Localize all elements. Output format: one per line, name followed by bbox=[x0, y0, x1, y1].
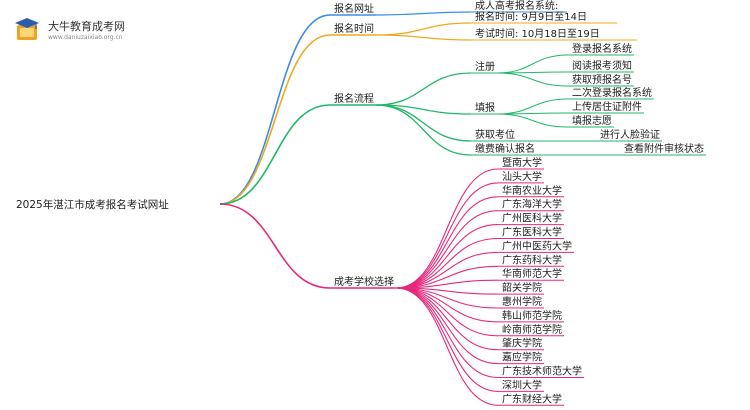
graduation-book-icon bbox=[15, 18, 39, 40]
school-label: 华南师范大学 bbox=[502, 267, 562, 280]
school-label: 肇庆学院 bbox=[502, 337, 542, 350]
school-label: 嘉应学院 bbox=[502, 351, 542, 364]
leaf-connector bbox=[395, 196, 499, 289]
leaf-label: 查看附件审核状态 bbox=[624, 142, 704, 155]
leaf-label: 成人高考报名系统: bbox=[475, 0, 558, 12]
branch-connector bbox=[219, 104, 331, 205]
school-label: 华南农业大学 bbox=[502, 184, 562, 197]
leaf-connector bbox=[395, 287, 499, 379]
leaf-connector bbox=[375, 11, 472, 16]
school-label: 韶关学院 bbox=[502, 281, 542, 294]
logo-title: 大牛教育成考网 bbox=[48, 20, 125, 33]
school-label: 广东医科大学 bbox=[502, 226, 562, 239]
school-label: 汕头大学 bbox=[502, 170, 542, 183]
sub-branch-label: 获取考位 bbox=[475, 128, 515, 141]
school-label: 暨南大学 bbox=[502, 156, 542, 169]
leaf-label: 上传居住证附件 bbox=[572, 100, 642, 113]
branch-label: 成考学校选择 bbox=[334, 275, 394, 288]
branch-connector bbox=[219, 34, 331, 205]
leaf-connector bbox=[395, 237, 499, 289]
leaf-connector bbox=[395, 182, 499, 289]
branch-connector bbox=[219, 203, 331, 289]
leaf-connector bbox=[395, 168, 499, 289]
sub-branch-connector bbox=[375, 72, 472, 106]
leaf-label: 填报志愿 bbox=[572, 114, 612, 127]
leaf-label: 进行人脸验证 bbox=[600, 128, 660, 141]
leaf-connector bbox=[375, 22, 472, 36]
leaf-connector bbox=[395, 287, 499, 365]
school-label: 广东药科大学 bbox=[502, 253, 562, 266]
sub-branch-label: 注册 bbox=[475, 60, 495, 73]
leaf-connector bbox=[395, 287, 499, 337]
leaf-label: 阅读报考须知 bbox=[572, 59, 632, 72]
leaf-label: 报名时间: 9月9日至14日 bbox=[475, 10, 587, 23]
leaf-connector bbox=[496, 72, 569, 87]
school-label: 广东海洋大学 bbox=[502, 198, 562, 211]
sub-branch-connector bbox=[375, 104, 472, 142]
branch-label: 报名流程 bbox=[334, 92, 374, 105]
school-label: 广东技术师范大学 bbox=[502, 365, 582, 378]
leaf-connector bbox=[496, 113, 569, 128]
branch-connector bbox=[219, 14, 331, 205]
sub-branch-label: 填报 bbox=[475, 101, 495, 114]
leaf-connector bbox=[395, 287, 499, 392]
leaf-connector bbox=[496, 54, 569, 74]
school-label: 广州中医药大学 bbox=[502, 239, 572, 252]
school-label: 深圳大学 bbox=[502, 378, 542, 391]
school-label: 广东财经大学 bbox=[502, 392, 562, 405]
branch-label: 报名时间 bbox=[334, 22, 374, 35]
school-label: 惠州学院 bbox=[502, 295, 542, 308]
school-label: 广州医科大学 bbox=[502, 212, 562, 225]
leaf-connector bbox=[395, 287, 499, 406]
leaf-connector bbox=[395, 224, 499, 289]
branch-label: 报名网址 bbox=[334, 2, 374, 15]
sub-branch-connector bbox=[375, 104, 472, 156]
leaf-connector bbox=[395, 287, 499, 323]
leaf-label: 考试时间: 10月18日至19日 bbox=[475, 27, 600, 40]
leaf-connector bbox=[496, 98, 569, 115]
leaf-label: 二次登录报名系统 bbox=[572, 86, 652, 99]
sub-branch-connector bbox=[375, 104, 472, 115]
leaf-connector bbox=[375, 34, 472, 41]
root-label: 2025年湛江市成考报名考试网址 bbox=[16, 198, 169, 211]
logo-url: www.daniuzaixiao.org.cn bbox=[48, 34, 123, 41]
school-label: 岭南师范学院 bbox=[502, 323, 562, 336]
leaf-label: 登录报名系统 bbox=[572, 42, 632, 55]
site-logo[interactable]: 大牛教育成考网 www.daniuzaixiao.org.cn bbox=[14, 14, 144, 48]
sub-branch-label: 缴费确认报名 bbox=[475, 142, 535, 155]
school-label: 韩山师范学院 bbox=[502, 309, 562, 322]
leaf-connector bbox=[395, 251, 499, 289]
leaf-label: 获取预报名号 bbox=[572, 73, 632, 86]
leaf-connector bbox=[395, 210, 499, 289]
